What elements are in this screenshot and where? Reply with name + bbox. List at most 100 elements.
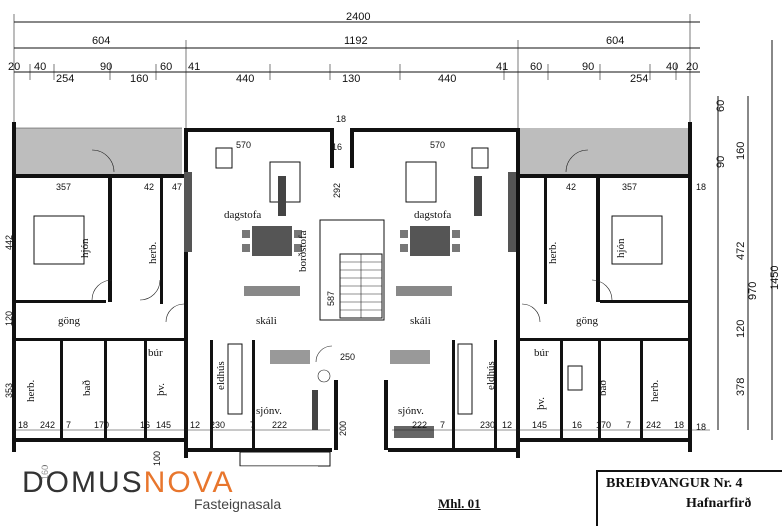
dim-side-1450: 1450 bbox=[769, 266, 781, 290]
dim-br-1: 222 bbox=[412, 420, 427, 430]
dim-18-top: 18 bbox=[336, 114, 346, 124]
room-laundry-left: þv. bbox=[155, 383, 167, 396]
dim-side-472: 472 bbox=[735, 242, 747, 260]
dim-bl-9: 7 bbox=[250, 420, 255, 430]
dim-120-left: 120 bbox=[4, 311, 14, 326]
title-address: BREIÐVANGUR Nr. 4 bbox=[606, 476, 743, 491]
room-kitchen-left: eldhús bbox=[215, 361, 227, 390]
room-dining-left: borðstofa bbox=[297, 230, 309, 272]
interior-walls-left bbox=[16, 178, 255, 448]
dim-587: 587 bbox=[326, 291, 336, 306]
dim-570-right: 570 bbox=[430, 140, 445, 150]
dim-bl-5: 16 bbox=[140, 420, 150, 430]
dim-side-160: 160 bbox=[735, 142, 747, 160]
title-block: BREIÐVANGUR Nr. 4 Hafnarfirð bbox=[596, 470, 782, 526]
dim-l3: 254 bbox=[56, 73, 74, 85]
top-dimension-lines bbox=[13, 14, 700, 130]
dim-br-2: 7 bbox=[440, 420, 445, 430]
dim-side-970: 970 bbox=[747, 282, 759, 300]
door-swings bbox=[91, 149, 613, 383]
logo-part-domus: DOMUS bbox=[22, 466, 144, 499]
dim-top-mid: 1192 bbox=[344, 35, 368, 47]
room-hall-right: göng bbox=[576, 315, 599, 327]
room-living-left: dagstofa bbox=[224, 209, 261, 221]
room-bedroom2-left: herb. bbox=[25, 379, 37, 402]
room-tv-right: sjónv. bbox=[398, 405, 424, 417]
room-storage-right: búr bbox=[534, 347, 549, 359]
dim-br-6: 16 bbox=[572, 420, 582, 430]
dim-top-left: 604 bbox=[92, 35, 110, 47]
dim-bl-6: 145 bbox=[156, 420, 171, 430]
dim-br-4: 12 bbox=[502, 420, 512, 430]
dim-42-left: 42 bbox=[144, 182, 154, 192]
logo-part-nova: NOVA bbox=[143, 466, 235, 499]
columns bbox=[278, 176, 482, 430]
dim-l5: 160 bbox=[130, 73, 148, 85]
dim-l1: 20 bbox=[8, 61, 20, 73]
dim-l9: 130 bbox=[342, 73, 360, 85]
room-living-right: dagstofa bbox=[414, 209, 451, 221]
staircase bbox=[319, 219, 385, 321]
dim-47: 47 bbox=[172, 182, 182, 192]
dim-r3: 60 bbox=[530, 61, 542, 73]
dim-570-left: 570 bbox=[236, 140, 251, 150]
room-bedroom-right: herb. bbox=[547, 241, 559, 264]
dim-side-90: 90 bbox=[715, 156, 727, 168]
room-master-left: hjón bbox=[79, 238, 91, 258]
dim-l8: 440 bbox=[236, 73, 254, 85]
dim-r7: 20 bbox=[686, 61, 698, 73]
balcony-hatch-right bbox=[520, 128, 688, 174]
dim-br-3: 230 bbox=[480, 420, 495, 430]
furniture-right bbox=[390, 147, 663, 438]
dim-292: 292 bbox=[332, 183, 342, 198]
dim-100-bottom: 100 bbox=[152, 451, 162, 466]
room-master-right: hjón bbox=[615, 238, 627, 258]
dim-bl-2: 242 bbox=[40, 420, 55, 430]
dim-18-right: 18 bbox=[696, 182, 706, 192]
outer-walls bbox=[12, 122, 692, 458]
room-bedroom2-right: herb. bbox=[649, 379, 661, 402]
dim-br-8: 7 bbox=[626, 420, 631, 430]
dim-bl-1: 18 bbox=[18, 420, 28, 430]
dim-l2: 40 bbox=[34, 61, 46, 73]
room-foyer-left: skáli bbox=[256, 315, 277, 327]
dim-l7: 41 bbox=[188, 61, 200, 73]
room-foyer-right: skáli bbox=[410, 315, 431, 327]
dim-353-left: 353 bbox=[4, 383, 14, 398]
dim-top-right: 604 bbox=[606, 35, 624, 47]
room-hall-left: göng bbox=[58, 315, 81, 327]
room-laundry-right: þv. bbox=[535, 397, 547, 410]
dim-side-120: 120 bbox=[735, 320, 747, 338]
floor-label: Mhl. 01 bbox=[438, 496, 481, 511]
room-bath-left: bað bbox=[81, 380, 93, 396]
room-bedroom-left: herb. bbox=[147, 241, 159, 264]
dim-br-9: 242 bbox=[646, 420, 661, 430]
dim-bl-8: 230 bbox=[210, 420, 225, 430]
dim-200: 200 bbox=[338, 421, 348, 436]
dim-side-378: 378 bbox=[735, 378, 747, 396]
dim-side-60: 60 bbox=[715, 100, 727, 112]
room-storage-left: búr bbox=[148, 347, 163, 359]
logo-subtitle: Fasteignasala bbox=[194, 496, 282, 512]
dim-r6: 40 bbox=[666, 61, 678, 73]
dim-bl-10: 222 bbox=[272, 420, 287, 430]
dim-442-left: 442 bbox=[4, 235, 14, 250]
dim-250: 250 bbox=[340, 352, 355, 362]
dim-r2: 41 bbox=[496, 61, 508, 73]
room-bath-right: bað bbox=[597, 380, 609, 396]
dim-357-left: 357 bbox=[56, 182, 71, 192]
dim-r1: 440 bbox=[438, 73, 456, 85]
title-town: Hafnarfirð bbox=[686, 496, 752, 511]
interior-walls-right bbox=[452, 178, 688, 448]
dim-br-10: 18 bbox=[674, 420, 684, 430]
dim-18-right-bottom: 18 bbox=[696, 422, 706, 432]
dim-357-right: 357 bbox=[622, 182, 637, 192]
furniture-left bbox=[33, 147, 331, 467]
room-kitchen-right: eldhús bbox=[485, 361, 497, 390]
dim-l4: 90 bbox=[100, 61, 112, 73]
room-tv-left: sjónv. bbox=[256, 405, 282, 417]
right-side-dimension-lines bbox=[717, 40, 773, 440]
dim-br-5: 145 bbox=[532, 420, 547, 430]
logo: DOMUSNOVA Fasteignasala bbox=[18, 466, 318, 522]
